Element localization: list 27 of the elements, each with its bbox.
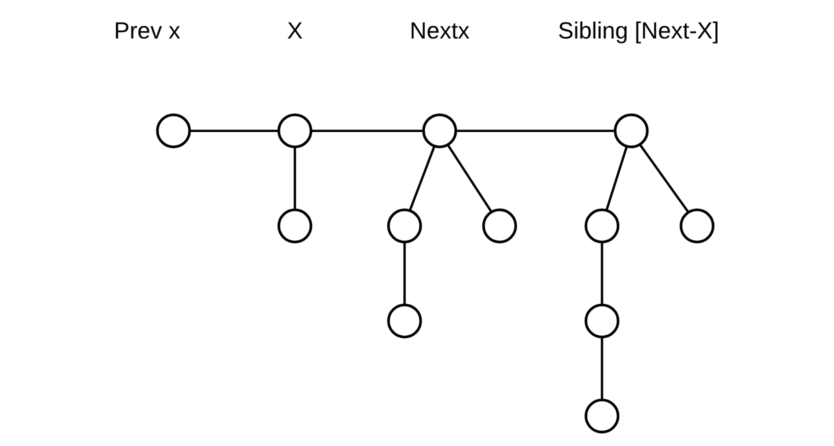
connector [456,130,615,132]
node-circle [584,208,620,244]
node-circle [387,304,422,338]
connector [600,242,604,304]
connector [311,130,424,132]
node-label: Nextx [410,17,470,44]
node-label: Prev x [114,17,180,44]
connector [294,147,296,210]
connector [606,146,628,210]
node-circle [277,208,312,244]
connector [408,146,436,211]
connector [403,242,406,304]
node-circle [584,304,620,338]
node-circle [422,113,458,148]
connector [190,130,278,132]
node-circle [387,208,422,244]
connector [600,337,604,400]
node-circle [614,113,649,148]
node-label: Sibling [Next-X] [558,17,720,44]
node-circle [277,113,312,148]
node-circle [584,398,620,434]
connector [639,144,690,213]
connector [447,144,492,212]
node-circle [156,113,191,148]
node-label: X [287,17,303,44]
node-circle [482,208,518,244]
node-circle [680,208,714,244]
